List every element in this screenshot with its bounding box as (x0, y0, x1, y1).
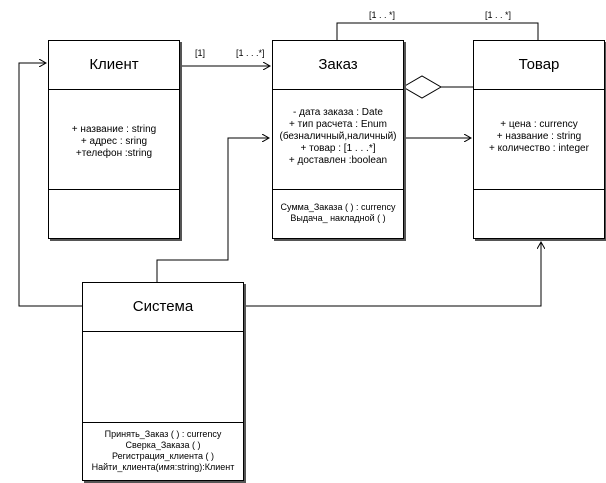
attribute-line: + доставлен :boolean (288, 155, 388, 166)
multiplicity-order: [1 . . .*] (236, 48, 265, 58)
class-product-attributes: + цена : currency+ название : string+ ко… (474, 89, 604, 190)
multiplicity-top-product: [1 . . *] (485, 10, 512, 20)
association-system-product (243, 242, 541, 307)
operation-line: Найти_клиента(имя:string):Клиент (91, 462, 235, 472)
attribute-line: + цена : currency (500, 119, 578, 130)
class-product-operations (474, 189, 604, 238)
association-order-product-top (336, 22, 539, 40)
multiplicity-top-order: [1 . . *] (369, 10, 396, 20)
operation-line: Регистрация_клиента ( ) (112, 451, 214, 461)
class-order-name: Заказ (318, 56, 358, 73)
operation-line: Сумма_Заказа ( ) : currency (280, 202, 396, 212)
class-product-name: Товар (518, 56, 560, 73)
class-order[interactable]: Заказ - дата заказа : Date+ тип расчета … (272, 40, 404, 239)
association-system-client (18, 63, 82, 307)
attribute-list: - дата заказа : Date+ тип расчета : Enum… (273, 107, 403, 167)
class-client-operations (49, 189, 179, 238)
attribute-list: + цена : currency+ название : string+ ко… (474, 119, 604, 155)
class-client-name: Клиент (89, 56, 139, 73)
attribute-list: + название : string+ адрес : sring+телеф… (49, 124, 179, 160)
association-system-order (156, 138, 269, 282)
attribute-line: + название : string (71, 124, 157, 135)
attribute-line: + количество : integer (489, 143, 589, 154)
attribute-line: +телефон :string (75, 148, 153, 159)
operation-line: Принять_Заказ ( ) : currency (104, 429, 222, 439)
class-client[interactable]: Клиент + название : string+ адрес : srin… (48, 40, 180, 239)
class-product[interactable]: Товар + цена : currency+ название : stri… (473, 40, 605, 239)
attribute-line: + название : string (496, 131, 582, 142)
attribute-line: + товар : [1 . . .*] (300, 143, 376, 154)
attribute-line: - дата заказа : Date (293, 107, 383, 118)
aggregation-diamond (402, 75, 442, 99)
attribute-line: + тип расчета : Enum (289, 119, 387, 130)
attribute-line: + адрес : sring (80, 136, 148, 147)
class-client-attributes: + название : string+ адрес : sring+телеф… (49, 89, 179, 190)
class-system-attributes (83, 331, 243, 423)
class-system-name: Система (132, 298, 194, 315)
operation-line: Сверка_Заказа ( ) (125, 440, 201, 450)
attribute-line: (безналичный,наличный) (279, 131, 397, 142)
operation-line: Выдача_ накладной ( ) (290, 213, 386, 223)
multiplicity-client: [1] (195, 48, 206, 58)
class-order-attributes: - дата заказа : Date+ тип расчета : Enum… (273, 89, 403, 190)
